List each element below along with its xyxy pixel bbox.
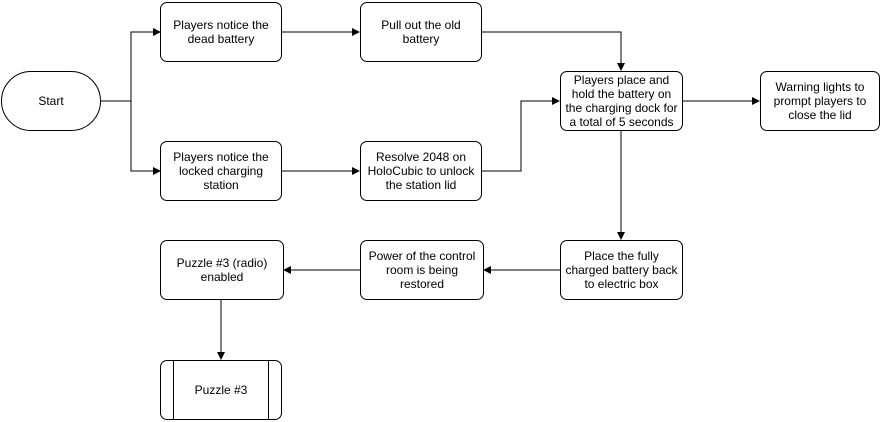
step-place-charged-battery: Place the fully charged battery back to … <box>560 240 683 300</box>
step-pull-out-battery: Pull out the old battery <box>360 2 482 62</box>
step-puzzle3-enabled-label: Puzzle #3 (radio) enabled <box>176 256 268 284</box>
edge-pull-out-to-place-hold <box>482 31 625 71</box>
step-notice-dead-battery-label: Players notice the dead battery <box>173 18 269 46</box>
step-notice-locked-station-label: Players notice the locked charging stati… <box>173 150 269 192</box>
step-power-restored: Power of the control room is being resto… <box>360 240 484 300</box>
step-place-hold-battery-label: Players place and hold the battery on th… <box>565 73 678 129</box>
edge-start-to-dead-battery <box>101 28 161 102</box>
subprocess-puzzle3: Puzzle #3 <box>160 360 282 420</box>
start-terminal: Start <box>1 71 101 131</box>
step-resolve-2048-label: Resolve 2048 on HoloCubic to unlock the … <box>367 150 475 192</box>
step-power-restored-label: Power of the control room is being resto… <box>368 249 476 291</box>
edge-resolve-to-place-hold <box>482 97 560 172</box>
step-pull-out-battery-label: Pull out the old battery <box>381 18 461 46</box>
step-puzzle3-enabled: Puzzle #3 (radio) enabled <box>160 240 284 300</box>
edge-start-to-locked-station <box>130 101 161 175</box>
step-warning-lights: Warning lights to prompt players to clos… <box>760 71 880 131</box>
step-warning-lights-label: Warning lights to prompt players to clos… <box>773 80 867 122</box>
step-resolve-2048: Resolve 2048 on HoloCubic to unlock the … <box>360 141 482 201</box>
start-label: Start <box>38 94 64 108</box>
step-notice-locked-station: Players notice the locked charging stati… <box>160 141 282 201</box>
subprocess-puzzle3-label: Puzzle #3 <box>194 383 248 397</box>
step-place-hold-battery: Players place and hold the battery on th… <box>560 71 683 131</box>
step-place-charged-battery-label: Place the fully charged battery back to … <box>565 249 678 291</box>
step-notice-dead-battery: Players notice the dead battery <box>160 2 282 62</box>
